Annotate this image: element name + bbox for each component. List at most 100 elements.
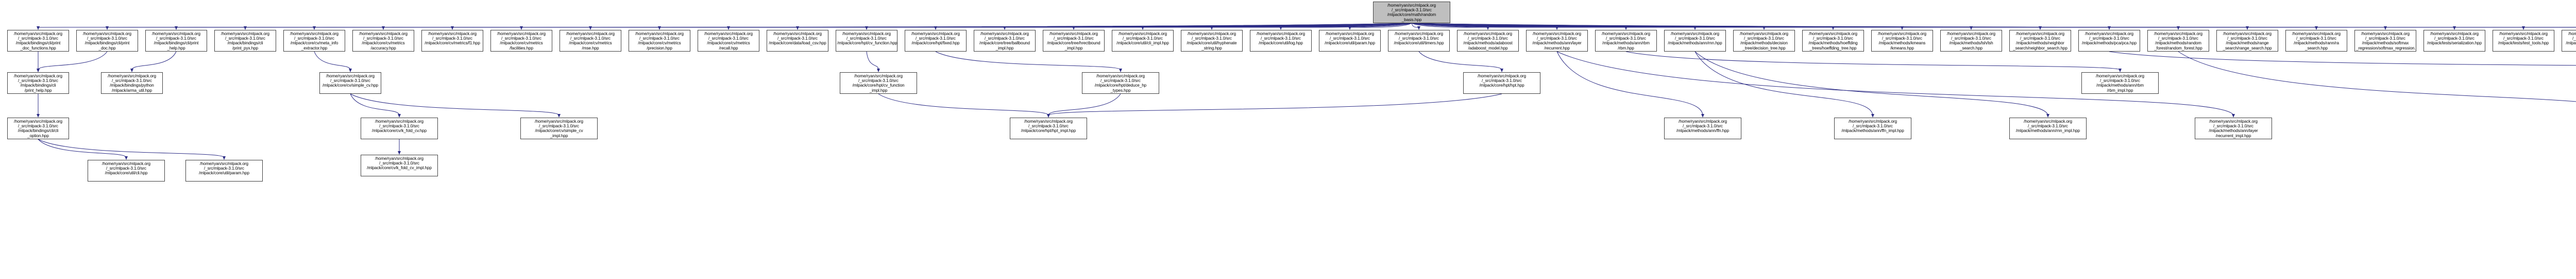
graph-node[interactable]: /home/ryan/src/mlpack.org/_src/mlpack-3.… (2195, 118, 2272, 139)
graph-node-line: /mlpack/methods/range (2226, 41, 2269, 46)
graph-node[interactable]: /home/ryan/src/mlpack.org/_src/mlpack-3.… (2078, 30, 2140, 52)
graph-node[interactable]: /home/ryan/src/mlpack.org/_src/mlpack-3.… (7, 72, 69, 94)
graph-edge (1411, 23, 2317, 28)
graph-edge (1625, 51, 2121, 70)
graph-node[interactable]: /home/ryan/src/mlpack.org/_src/mlpack-3.… (1871, 30, 1933, 52)
graph-node[interactable]: /home/ryan/src/mlpack.org/_src/mlpack-3.… (905, 30, 967, 52)
graph-node-line: /home/ryan/src/mlpack.org (2085, 31, 2133, 36)
graph-node-line: /_src/mlpack-3.1.0/src (1123, 36, 1163, 41)
graph-node[interactable]: /home/ryan/src/mlpack.org/_src/mlpack-3.… (76, 30, 138, 52)
graph-node-line: /home/ryan/src/mlpack.org (1257, 31, 1305, 36)
graph-node[interactable]: /home/ryan/src/mlpack.org/_src/mlpack-3.… (1463, 72, 1540, 94)
graph-node-line: /home/ryan/src/mlpack.org (1478, 74, 1526, 78)
graph-node-line: /home/ryan/src/mlpack.org (359, 31, 408, 36)
graph-node[interactable]: /home/ryan/src/mlpack.org/_src/mlpack-3.… (1526, 30, 1588, 52)
graph-node-line: /mlpack/core/math/range.hpp (2566, 41, 2576, 46)
graph-node[interactable]: /home/ryan/src/mlpack.org/_src/mlpack-3.… (7, 118, 69, 139)
graph-node[interactable]: /home/ryan/src/mlpack.org/_src/mlpack-3.… (145, 30, 207, 52)
graph-node-line: /mlpack/core/cv/simple_cv.hpp (323, 83, 378, 88)
graph-node[interactable]: /home/ryan/src/mlpack.org/_src/mlpack-3.… (1319, 30, 1381, 52)
graph-node[interactable]: /home/ryan/src/mlpack.org/_src/mlpack-3.… (319, 72, 381, 94)
graph-node-line: _basis.hpp (1401, 17, 1422, 22)
graph-node[interactable]: /home/ryan/src/mlpack.org/_src/mlpack-3.… (2562, 30, 2576, 52)
graph-node[interactable]: /home/ryan/src/mlpack.org/_src/mlpack-3.… (2424, 30, 2485, 52)
graph-node[interactable]: /home/ryan/src/mlpack.org/_src/mlpack-3.… (836, 30, 897, 52)
graph-node-line: /_src/mlpack-3.1.0/src (18, 124, 58, 129)
graph-node[interactable]: /home/ryan/src/mlpack.org/_src/mlpack-3.… (629, 30, 690, 52)
graph-node-line: /mlpack/core/util/timers.hpp (1394, 41, 1444, 46)
graph-node[interactable]: /home/ryan/src/mlpack.org/_src/mlpack-3.… (352, 30, 414, 52)
graph-node[interactable]: /home/ryan/src/mlpack.org/_src/mlpack-3.… (1457, 30, 1519, 52)
graph-node[interactable]: /home/ryan/src/mlpack.org/_src/mlpack-3.… (214, 30, 276, 52)
graph-node-line: /mlpack/core/hpt/hpt_impl.hpp (1021, 128, 1076, 134)
graph-node-line: /home/ryan/src/mlpack.org (1671, 31, 1719, 36)
graph-node-line: /home/ryan/src/mlpack.org (635, 31, 684, 36)
graph-node-line: /_src/mlpack-3.1.0/src (1100, 78, 1141, 84)
graph-node[interactable]: /home/ryan/src/mlpack.org/_src/mlpack-3.… (2493, 30, 2554, 52)
graph-node[interactable]: /home/ryan/src/mlpack.org/_src/mlpack-3.… (1940, 30, 2002, 52)
graph-node[interactable]: /home/ryan/src/mlpack.org/_src/mlpack-3.… (1043, 30, 1105, 52)
graph-edge-arrowhead (37, 26, 40, 30)
graph-edge (1694, 51, 1873, 116)
graph-node-line: /mlpack/bindings/cli/print (15, 41, 61, 46)
graph-node-line: /_src/mlpack-3.1.0/src (777, 36, 818, 41)
graph-node[interactable]: /home/ryan/src/mlpack.org/_src/mlpack-3.… (185, 160, 263, 182)
graph-node[interactable]: /home/ryan/src/mlpack.org/_src/mlpack-3.… (101, 72, 163, 94)
graph-node-line: /mlpack/core/hpt/cv_function.hpp (837, 41, 897, 46)
graph-node[interactable]: /home/ryan/src/mlpack.org/_src/mlpack-3.… (1595, 30, 1657, 52)
graph-edge (1048, 93, 1502, 116)
graph-node[interactable]: /home/ryan/src/mlpack.org/_src/mlpack-3.… (421, 30, 483, 52)
graph-edge-arrowhead (2119, 69, 2122, 72)
graph-edge-arrowhead (589, 26, 592, 30)
graph-node[interactable]: /home/ryan/src/mlpack.org/_src/mlpack-3.… (560, 30, 621, 52)
graph-node-root[interactable]: /home/ryan/src/mlpack.org/_src/mlpack-3.… (1373, 2, 1450, 23)
graph-node[interactable]: /home/ryan/src/mlpack.org/_src/mlpack-3.… (1112, 30, 1174, 52)
graph-edge-arrowhead (398, 114, 401, 118)
graph-edge-arrowhead (1901, 26, 1904, 30)
graph-node[interactable]: /home/ryan/src/mlpack.org/_src/mlpack-3.… (1082, 72, 1159, 94)
graph-node-line: /mlpack/bindings/cli (20, 83, 56, 88)
graph-node[interactable]: /home/ryan/src/mlpack.org/_src/mlpack-3.… (1802, 30, 1864, 52)
graph-node[interactable]: /home/ryan/src/mlpack.org/_src/mlpack-3.… (1834, 118, 1911, 139)
graph-node[interactable]: /home/ryan/src/mlpack.org/_src/mlpack-3.… (1664, 118, 1741, 139)
graph-node[interactable]: /home/ryan/src/mlpack.org/_src/mlpack-3.… (2285, 30, 2347, 52)
graph-edge (314, 51, 351, 70)
graph-node[interactable]: /home/ryan/src/mlpack.org/_src/mlpack-3.… (490, 30, 552, 52)
graph-node[interactable]: /home/ryan/src/mlpack.org/_src/mlpack-3.… (2081, 72, 2159, 94)
graph-node[interactable]: /home/ryan/src/mlpack.org/_src/mlpack-3.… (767, 30, 828, 52)
graph-node-line: /mlpack/methods/ann/rnn.hpp (1668, 41, 1722, 46)
graph-node[interactable]: /home/ryan/src/mlpack.org/_src/mlpack-3.… (88, 160, 165, 182)
graph-node[interactable]: /home/ryan/src/mlpack.org/_src/mlpack-3.… (1733, 30, 1795, 52)
graph-node[interactable]: /home/ryan/src/mlpack.org/_src/mlpack-3.… (698, 30, 759, 52)
graph-node[interactable]: /home/ryan/src/mlpack.org/_src/mlpack-3.… (2147, 30, 2209, 52)
graph-node[interactable]: /home/ryan/src/mlpack.org/_src/mlpack-3.… (2216, 30, 2278, 52)
graph-node[interactable]: /home/ryan/src/mlpack.org/_src/mlpack-3.… (974, 30, 1036, 52)
graph-node[interactable]: /home/ryan/src/mlpack.org/_src/mlpack-3.… (520, 118, 598, 139)
graph-node[interactable]: /home/ryan/src/mlpack.org/_src/mlpack-3.… (1250, 30, 1312, 52)
graph-node-line: /home/ryan/src/mlpack.org (1188, 31, 1236, 36)
graph-node[interactable]: /home/ryan/src/mlpack.org/_src/mlpack-3.… (1388, 30, 1450, 52)
graph-node-line: /mlpack/methods/ann/layer (1532, 41, 1582, 46)
graph-node-line: /home/ryan/src/mlpack.org (1809, 31, 1857, 36)
graph-node-line: /_src/mlpack-3.1.0/src (2213, 124, 2253, 129)
graph-node[interactable]: /home/ryan/src/mlpack.org/_src/mlpack-3.… (2354, 30, 2416, 52)
graph-node-line: /_src/mlpack-3.1.0/src (858, 78, 899, 84)
graph-edge (1211, 23, 1412, 28)
graph-node[interactable]: /home/ryan/src/mlpack.org/_src/mlpack-3.… (2009, 30, 2071, 52)
graph-node[interactable]: /home/ryan/src/mlpack.org/_src/mlpack-3.… (1664, 30, 1726, 52)
graph-node[interactable]: /home/ryan/src/mlpack.org/_src/mlpack-3.… (361, 118, 438, 139)
graph-node[interactable]: /home/ryan/src/mlpack.org/_src/mlpack-3.… (840, 72, 917, 94)
graph-edge (659, 23, 1412, 28)
graph-node[interactable]: /home/ryan/src/mlpack.org/_src/mlpack-3.… (361, 155, 438, 176)
graph-node-line: /home/ryan/src/mlpack.org (2209, 119, 2258, 124)
graph-node-line: /_src/mlpack-3.1.0/src (1853, 124, 1893, 129)
graph-node[interactable]: /home/ryan/src/mlpack.org/_src/mlpack-3.… (1181, 30, 1243, 52)
graph-node-line: /_src/mlpack-3.1.0/src (1392, 8, 1432, 13)
graph-node[interactable]: /home/ryan/src/mlpack.org/_src/mlpack-3.… (1010, 118, 1087, 139)
graph-edge (38, 139, 225, 158)
graph-node[interactable]: /home/ryan/src/mlpack.org/_src/mlpack-3.… (283, 30, 345, 52)
graph-node[interactable]: /home/ryan/src/mlpack.org/_src/mlpack-3.… (2009, 118, 2087, 139)
graph-node-line: /home/ryan/src/mlpack.org (1326, 31, 1374, 36)
graph-node-line: /mlpack/methods/ann/layer (2209, 128, 2258, 134)
graph-node[interactable]: /home/ryan/src/mlpack.org/_src/mlpack-3.… (7, 30, 69, 52)
